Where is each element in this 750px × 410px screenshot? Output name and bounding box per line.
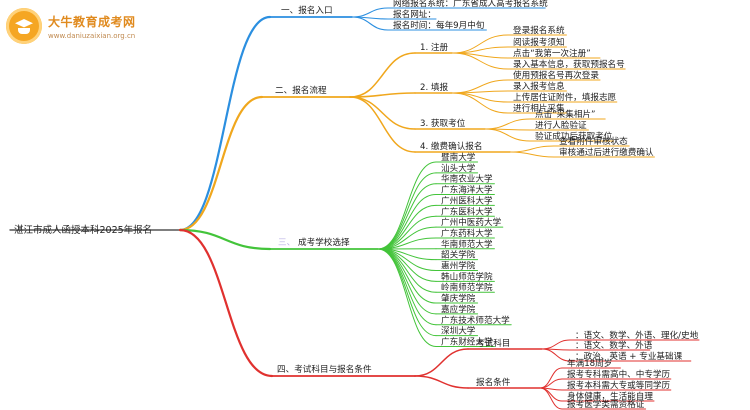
connector	[541, 348, 571, 362]
connector	[451, 92, 509, 114]
school-item: 广东海洋大学	[441, 184, 493, 196]
connector	[351, 16, 389, 31]
branch-2-title: 二、报名流程	[275, 84, 327, 96]
school-item: 暨南大学	[441, 151, 476, 163]
school-item: 韩山师范学院	[441, 270, 493, 282]
registration-conditions-label: 报名条件	[476, 376, 511, 388]
process-step-item: 进行人脸验证	[535, 119, 587, 131]
step-connector	[349, 52, 416, 98]
school-item: 汕头大学	[441, 162, 476, 174]
school-item: 肇庆学院	[441, 292, 476, 304]
connector	[451, 52, 509, 70]
connector	[414, 348, 469, 377]
process-step-label: 4. 缴费确认报名	[420, 140, 483, 152]
root-topic: 湛江市成人函授本科2025年报名	[14, 225, 153, 236]
process-step-item: 审核通过后进行缴费确认	[559, 146, 654, 158]
branch-1-leaf: 报名时间：每年9月中旬	[393, 19, 485, 31]
registration-condition-item: 年满18周岁	[567, 357, 612, 369]
branch-1-leaf: 报名网址：	[393, 8, 436, 20]
connector	[484, 118, 531, 130]
process-step-item: 使用预报名号再次登录	[513, 69, 599, 81]
logo-url: www.daniuzaixian.org.cn	[48, 32, 136, 40]
process-step-item: 录入报考信息	[513, 80, 565, 92]
exam-subject-item: ：语文、数学、外语	[575, 339, 653, 351]
process-step-item: 验证成功后获取考位	[535, 130, 613, 142]
connector	[539, 378, 563, 389]
connector	[484, 128, 531, 142]
process-step-label: 2. 填报	[420, 81, 449, 93]
school-connector	[377, 183, 437, 250]
graduation-cap-icon	[6, 8, 42, 44]
branch-4-title: 四、考试科目与报名条件	[277, 363, 372, 375]
exam-subject-item: ：政治、英语 + 专业基础课	[575, 350, 683, 362]
school-connector	[377, 161, 437, 250]
school-item: 嘉应学院	[441, 303, 476, 315]
branch-4-connector	[178, 228, 274, 378]
connector	[451, 90, 509, 94]
school-item: 华南师范大学	[441, 238, 493, 250]
school-item: 岭南师范学院	[441, 281, 493, 293]
school-connector	[377, 194, 437, 250]
connector	[539, 367, 563, 389]
branch-2-connector	[178, 95, 264, 232]
process-step-item: 录入基本信息，获取预报名号	[513, 58, 625, 70]
registration-condition-item: 报考本科需大专或等同学历	[567, 379, 671, 391]
process-step-item: 点击“我第一次注册”	[513, 47, 591, 59]
school-connector	[377, 248, 437, 304]
school-item: 广东医科大学	[441, 205, 493, 217]
branch-1-title: 一、报名入口	[281, 4, 333, 16]
connector	[509, 145, 555, 153]
step-connector	[349, 92, 416, 98]
connector	[509, 151, 555, 158]
school-item: 韶关学院	[441, 249, 476, 261]
school-connector	[377, 248, 437, 347]
logo-title: 大牛教育成考网	[48, 15, 136, 29]
connector	[451, 92, 509, 103]
process-step-label: 1. 注册	[420, 41, 449, 53]
school-item: 广州中医药大学	[441, 216, 502, 228]
process-step-item: 点击“采集相片”	[535, 108, 595, 120]
branch-3-title: 成考学校选择	[298, 236, 350, 248]
process-step-item: 进行相片采集	[513, 102, 565, 114]
connector	[414, 375, 469, 389]
school-item: 广东财经大学	[441, 335, 493, 347]
school-item: 深圳大学	[441, 325, 476, 337]
school-item: 华南农业大学	[441, 173, 493, 185]
connector	[539, 387, 563, 410]
school-item: 广州医科大学	[441, 194, 493, 206]
school-connector	[377, 248, 437, 315]
branch-3-connector	[178, 228, 272, 251]
process-step-item: 查看附件审核状态	[559, 135, 628, 147]
branch-1-connector	[178, 15, 272, 232]
school-item: 广东技术师范大学	[441, 314, 510, 326]
registration-condition-item: 报考专科需高中、中专学历	[567, 368, 671, 380]
branch-1-leaf: 网络报名系统：广东省成人高考报名系统	[393, 0, 548, 9]
registration-condition-item: 身体健康，生活能自理	[567, 390, 653, 402]
process-step-item: 登录报名系统	[513, 24, 565, 36]
school-item: 广东药科大学	[441, 227, 493, 239]
site-logo[interactable]: 大牛教育成考网 www.daniuzaixian.org.cn	[6, 4, 146, 48]
school-connector	[377, 172, 437, 250]
branch-3-number: 三、	[278, 238, 295, 248]
process-step-label: 3. 获取考位	[420, 117, 466, 129]
school-item: 惠州学院	[441, 260, 476, 272]
connector	[351, 7, 389, 18]
step-connector	[349, 96, 416, 153]
connector	[541, 339, 571, 350]
registration-condition-item: 报考医学类需资格证	[567, 398, 645, 410]
exam-subjects-label: 考试科目	[476, 337, 510, 349]
exam-subject-item: ：语文、数学、外语、理化/史地	[575, 329, 699, 341]
process-step-item: 上传居住证附件，填报志愿	[513, 91, 617, 103]
process-step-item: 阅读报考须知	[513, 36, 565, 48]
